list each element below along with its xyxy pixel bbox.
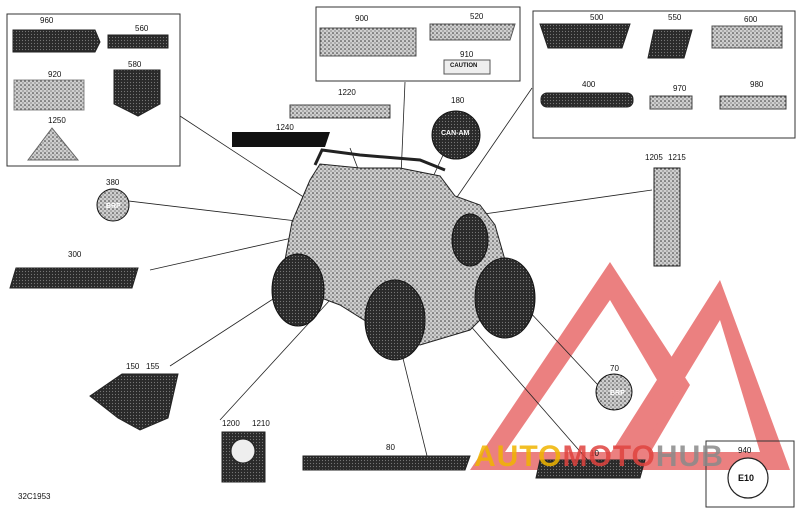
callout-380: 380 [106,178,120,187]
decal-520 [429,23,516,41]
callout-1210: 1210 [252,419,270,428]
callout-910: 910 [460,50,474,59]
decal-180 [431,110,481,160]
callout-940: 940 [738,446,752,455]
decal-600 [711,25,783,49]
decal-970 [649,95,693,110]
decal-910-text: CAUTION [450,63,478,69]
callout-520: 520 [470,12,484,21]
decal-group-box-fuel [705,440,795,508]
callout-970: 970 [673,84,687,93]
callout-80: 80 [386,443,395,452]
callout-550: 550 [668,13,682,22]
callout-300: 300 [68,250,82,259]
callout-400: 400 [582,80,596,89]
watermark-text: AUTOMOTOHUB [474,440,724,474]
decal-580 [113,69,161,117]
callout-600: 600 [744,15,758,24]
decal-10 [535,459,646,479]
decal-940-text: E10 [738,473,755,483]
callout-1240: 1240 [276,123,294,132]
decal-1205 [653,167,681,267]
decal-180-text: CAN-AM [441,130,470,137]
callout-70: 70 [610,364,619,373]
callout-1205: 1205 [645,153,663,162]
decal-70 [595,373,633,411]
watermark-part-hub: HUB [655,440,724,473]
callout-10: 10 [590,449,599,458]
decal-940 [727,457,769,499]
watermark-part-moto: MOTO [562,440,656,473]
decal-group-box-center [315,6,521,82]
decal-300 [9,267,139,289]
decal-70-text: BRP [610,390,625,397]
decal-group-box-left [6,13,181,167]
decal-980 [719,95,787,110]
watermark-part-auto: AUTO [474,440,563,473]
decal-910 [443,59,491,75]
callout-180: 180 [451,96,465,105]
decal-380 [96,188,130,222]
callout-1215: 1215 [668,153,686,162]
callout-1200: 1200 [222,419,240,428]
callout-960: 960 [40,16,54,25]
decal-900 [319,27,417,57]
diagram-code: 32C1953 [18,492,51,501]
decal-560 [107,34,169,49]
callout-580: 580 [128,60,142,69]
callout-500: 500 [590,13,604,22]
decal-1200-symbol [230,438,256,464]
callout-155: 155 [146,362,160,371]
callout-980: 980 [750,80,764,89]
callout-150: 150 [126,362,140,371]
decal-group-box-right [532,10,796,139]
callout-1250: 1250 [48,116,66,125]
callout-1220: 1220 [338,88,356,97]
decal-380-text: BRP [106,203,121,210]
callout-920: 920 [48,70,62,79]
decal-1250 [27,127,80,161]
decal-80 [302,455,471,471]
decal-920 [13,79,85,111]
callout-560: 560 [135,24,149,33]
vehicle-illustration [271,148,536,361]
decal-400 [540,92,634,108]
watermark-logo [470,262,790,470]
decal-150 [89,373,179,431]
decal-960 [12,29,101,53]
decal-1220 [289,104,391,119]
decal-1240 [232,132,330,147]
decal-500 [539,23,631,49]
callout-900: 900 [355,14,369,23]
decal-550 [647,29,693,59]
